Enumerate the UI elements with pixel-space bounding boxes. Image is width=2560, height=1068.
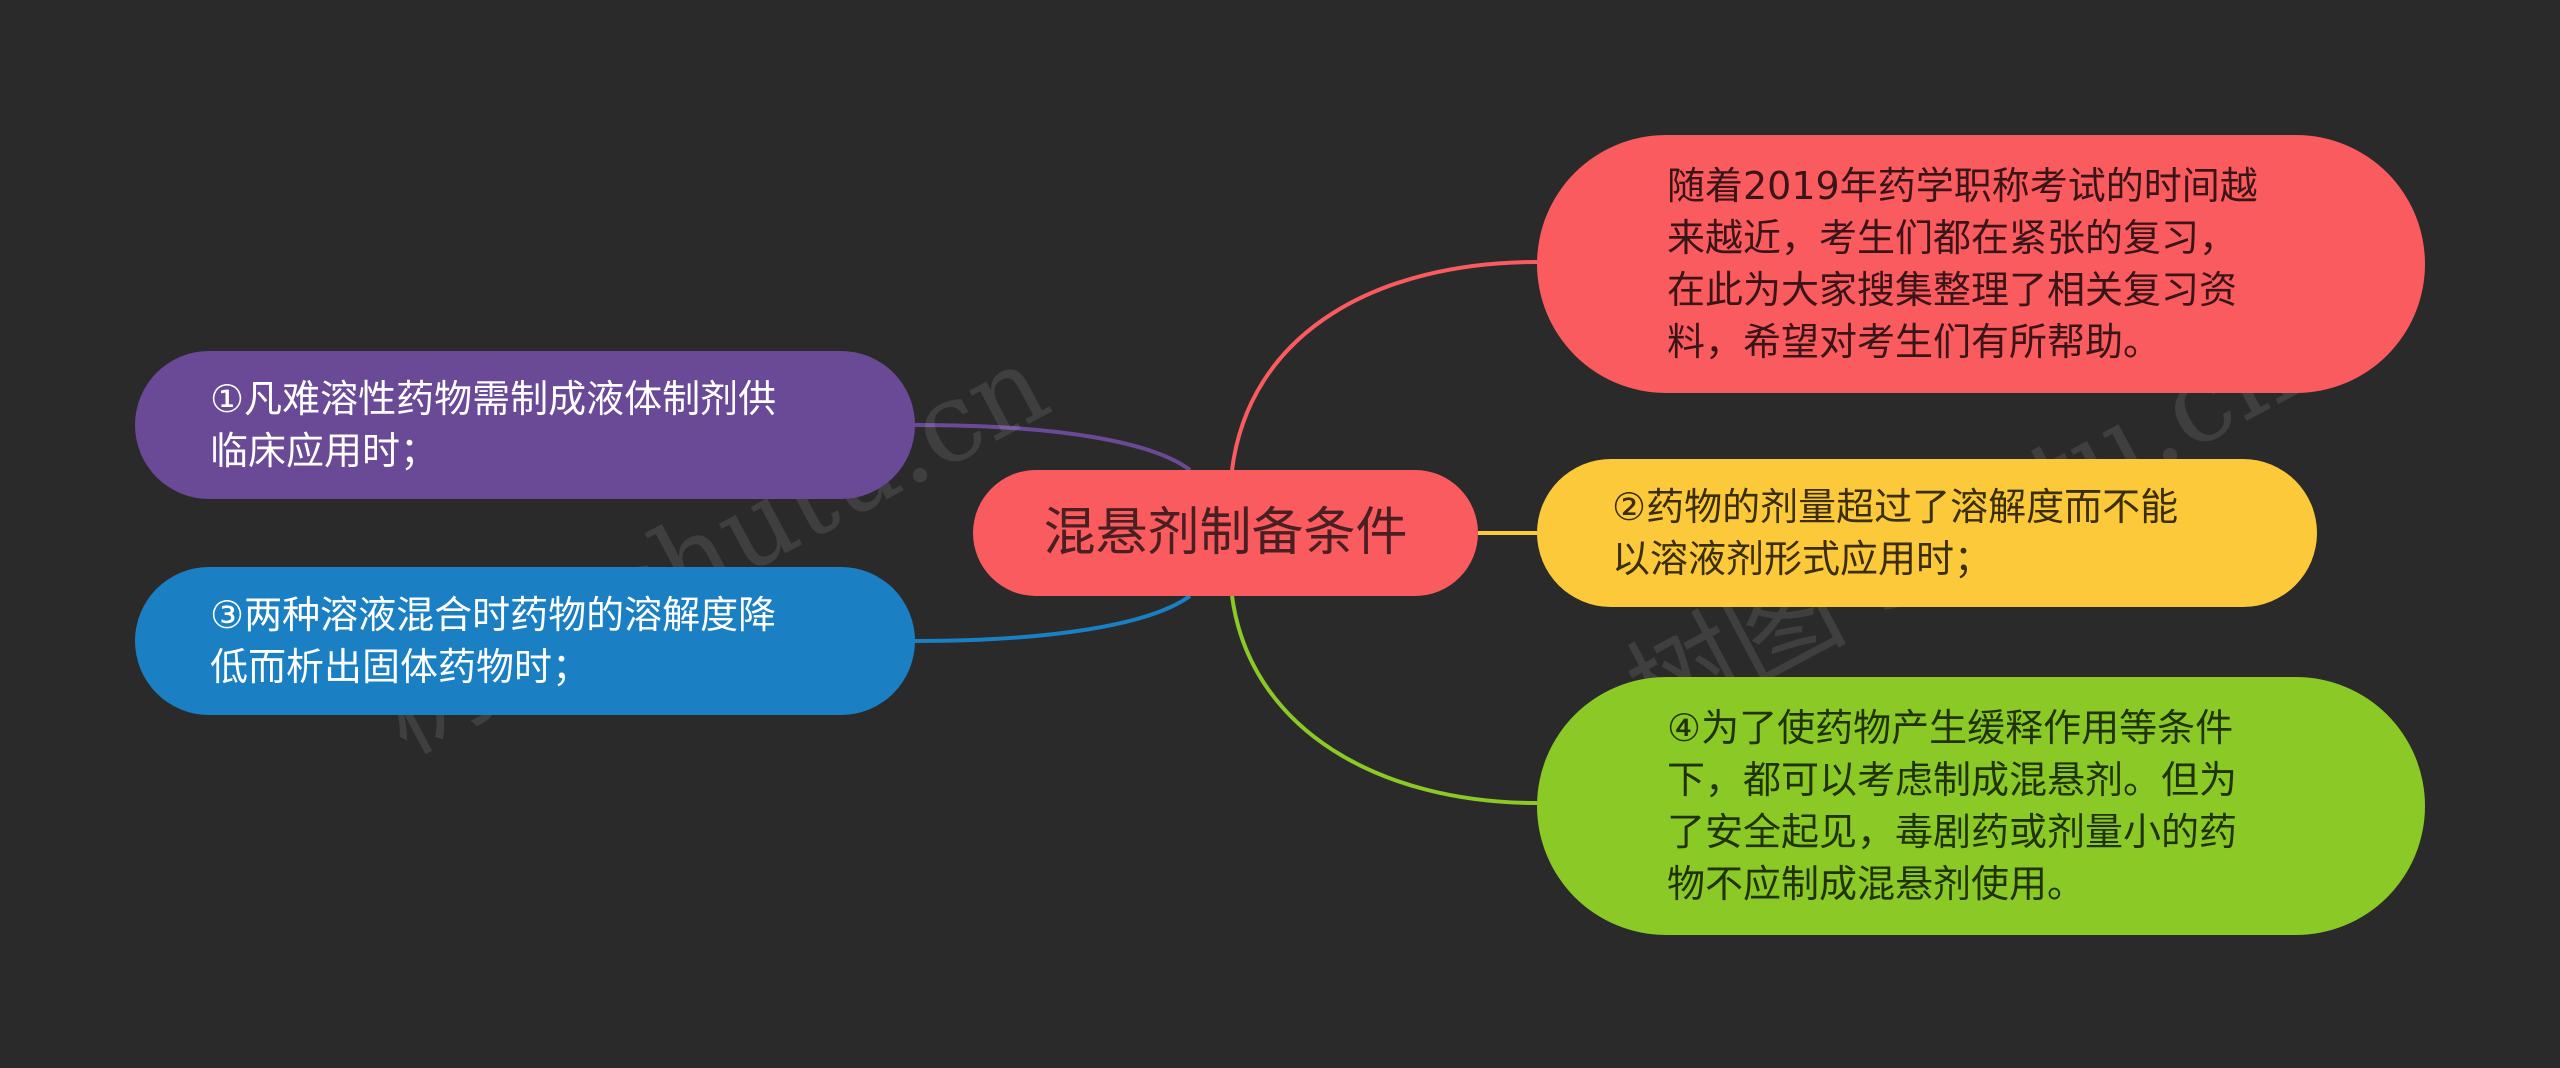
branch-node-3[interactable]: ③两种溶液混合时药物的溶解度降 低而析出固体药物时； bbox=[135, 567, 915, 715]
connector-node1 bbox=[914, 423, 1192, 472]
branch-node-2[interactable]: ②药物的剂量超过了溶解度而不能 以溶液剂形式应用时； bbox=[1537, 459, 2317, 607]
branch-3-text: ③两种溶液混合时药物的溶解度降 低而析出固体药物时； bbox=[210, 593, 777, 689]
connector-node4 bbox=[1230, 595, 1538, 805]
branch-node-intro[interactable]: 随着2019年药学职称考试的时间越 来越近，考生们都在紧张的复习， 在此为大家搜… bbox=[1537, 135, 2425, 393]
connector-intro bbox=[1230, 260, 1538, 471]
branch-intro-text: 随着2019年药学职称考试的时间越 来越近，考生们都在紧张的复习， 在此为大家搜… bbox=[1667, 164, 2258, 364]
branch-2-text: ②药物的剂量超过了溶解度而不能 以溶液剂形式应用时； bbox=[1612, 485, 2179, 581]
branch-node-4[interactable]: ④为了使药物产生缓释作用等条件 下，都可以考虑制成混悬剂。但为 了安全起见，毒剧… bbox=[1537, 677, 2425, 935]
root-topic-label: 混悬剂制备条件 bbox=[1043, 503, 1408, 563]
connector-node3 bbox=[914, 594, 1192, 643]
branch-4-text: ④为了使药物产生缓释作用等条件 下，都可以考虑制成混悬剂。但为 了安全起见，毒剧… bbox=[1667, 706, 2238, 906]
branch-node-1[interactable]: ①凡难溶性药物需制成液体制剂供 临床应用时； bbox=[135, 351, 915, 499]
root-topic-node[interactable]: 混悬剂制备条件 bbox=[973, 470, 1478, 596]
branch-1-text: ①凡难溶性药物需制成液体制剂供 临床应用时； bbox=[210, 377, 777, 473]
